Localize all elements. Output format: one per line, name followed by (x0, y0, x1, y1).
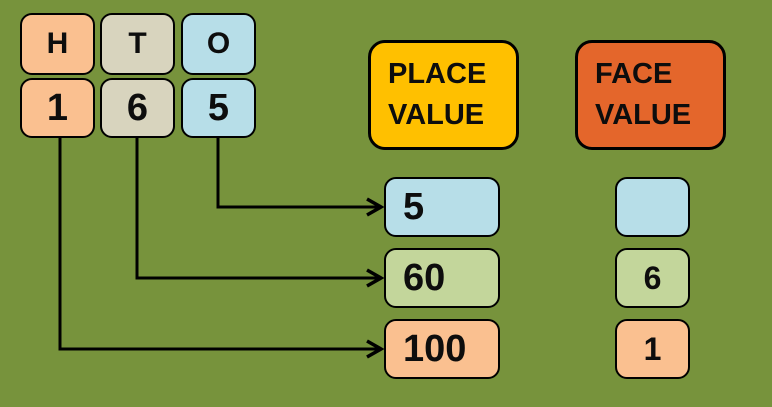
face-value-result-tens-text: 6 (643, 260, 662, 296)
face-value-result-tens: 6 (615, 248, 690, 308)
place-value-header-line2: VALUE (388, 99, 485, 131)
tile-digit-tens: 6 (100, 78, 175, 138)
face-value-header-line1: FACE (595, 58, 673, 90)
tile-digit-tens-text: 6 (126, 87, 149, 129)
arrow-tens-to-place-value (135, 136, 385, 288)
tile-tens-text: T (128, 27, 147, 60)
tile-digit-ones: 5 (181, 78, 256, 138)
tile-hundreds-text: H (46, 27, 69, 60)
place-value-result-ones-text: 5 (403, 186, 425, 228)
tile-ones-text: O (206, 27, 231, 60)
place-value-header: PLACE VALUE (368, 40, 519, 150)
face-value-result-hundreds-text: 1 (643, 331, 662, 367)
tile-digit-hundreds-text: 1 (46, 87, 69, 129)
tile-hundreds-label: H (20, 13, 95, 75)
tile-digit-ones-text: 5 (207, 87, 230, 129)
face-value-header-line2: VALUE (595, 99, 692, 131)
arrow-ones-to-place-value (216, 136, 385, 217)
place-value-result-tens-text: 60 (403, 257, 446, 299)
place-value-result-hundreds-text: 100 (403, 328, 467, 370)
tile-ones-label: O (181, 13, 256, 75)
tile-tens-label: T (100, 13, 175, 75)
face-value-header: FACE VALUE (575, 40, 726, 150)
face-value-result-hundreds: 1 (615, 319, 690, 379)
place-value-result-tens: 60 (384, 248, 500, 308)
face-value-result-ones (615, 177, 690, 237)
place-value-header-line1: PLACE (388, 58, 487, 90)
place-value-result-hundreds: 100 (384, 319, 500, 379)
place-value-result-ones: 5 (384, 177, 500, 237)
arrow-hundreds-to-place-value (58, 136, 385, 359)
tile-digit-hundreds: 1 (20, 78, 95, 138)
